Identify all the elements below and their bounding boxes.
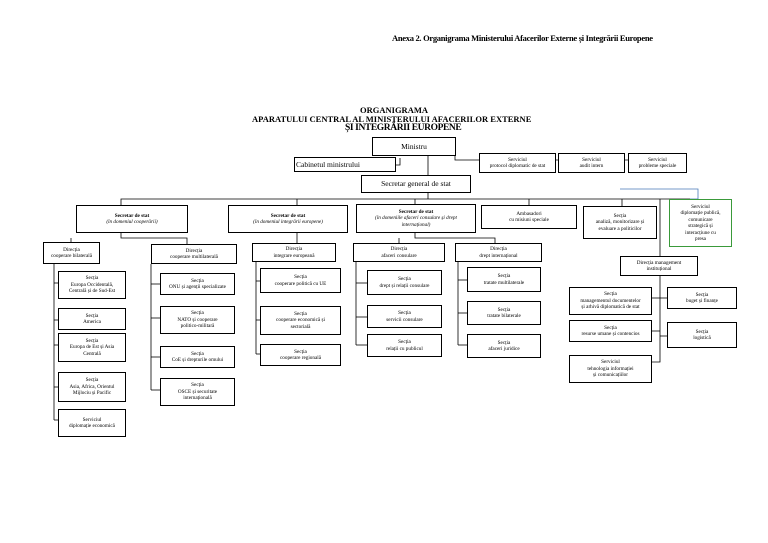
- node-dir-multilaterala: Direcția cooperare multilaterală: [151, 244, 237, 264]
- node-diplomatie-publica: Serviciul diplomație publică, comunicare…: [669, 199, 732, 247]
- node-audit: Serviciul audit intern: [558, 153, 625, 173]
- node-s-osce: Secția OSCE și securitate internațională: [160, 378, 235, 406]
- node-sv-tehnologia-informatiei: Serviciul tehnologia informației și comu…: [569, 355, 652, 383]
- node-secretar-stat-consulare: Secretar de stat (în domeniile afaceri c…: [356, 204, 476, 233]
- node-s-managementul-documentelor: Secția managementul documentelor și arhi…: [569, 287, 652, 315]
- node-cabinet: Cabinetul ministrului: [294, 157, 396, 172]
- node-s-afaceri-juridice: Secția afaceri juridice: [467, 334, 541, 358]
- node-s-politica-ue: Secția cooperare politică cu UE: [260, 268, 341, 293]
- node-s-buget-finante: Secția buget și finanțe: [667, 287, 737, 309]
- node-s-nato: Secția NATO și cooperare politico-milita…: [160, 306, 235, 334]
- node-dir-management: Direcția management instituțional: [620, 256, 698, 276]
- node-s-cooperare-regionala: Secția cooperare regională: [260, 344, 341, 366]
- node-secretar-general: Secretar general de stat: [361, 175, 471, 193]
- node-s-asia-africa: Secția Asia, Africa, Orientul Mijlociu ș…: [58, 372, 126, 402]
- node-s-drept-consular: Secția drept și relații consulare: [367, 270, 442, 295]
- node-protocol: Serviciul protocol diplomatic de stat: [479, 153, 556, 173]
- node-dir-drept: Direcția drept internațional: [455, 243, 542, 262]
- node-s-europa-occidentala: Secția Europa Occidentală, Centrală și d…: [58, 271, 126, 299]
- node-dir-integrare: Direcția integrare europeană: [252, 243, 336, 262]
- node-s-coe: Secția CoE și drepturile omului: [160, 346, 235, 368]
- node-analiza: Secția analiză, monitorizare și evaluare…: [583, 206, 657, 239]
- node-s-logistica: Secția logistică: [667, 322, 737, 348]
- node-s-america: Secția America: [58, 308, 126, 330]
- page-title-line-3: ȘI INTEGRĂRII EUROPENE: [345, 123, 462, 133]
- node-ambasadori: Ambasadori cu misiuni speciale: [481, 205, 577, 229]
- page-title-line-1: ORGANIGRAMA: [360, 105, 428, 115]
- node-secretar-stat-cooperare: Secretar de stat (în domeniul cooperării…: [76, 205, 188, 233]
- node-probleme: Serviciul probleme speciale: [628, 153, 687, 173]
- node-ministru: Ministru: [372, 137, 456, 156]
- page-title-line-2: APARATULUI CENTRAL AL MINISTERULUI AFACE…: [252, 114, 532, 124]
- annex-caption: Anexa 2. Organigrama Ministerului Afacer…: [392, 33, 653, 43]
- node-dir-consulare: Direcția afaceri consulare: [353, 243, 445, 262]
- node-s-servicii-consulare: Secția servicii consulare: [367, 305, 442, 328]
- node-s-tratate-multilaterale: Secția tratate multilaterale: [467, 267, 541, 292]
- node-s-tratate-bilaterale: Secția tratate bilaterale: [467, 301, 541, 325]
- node-secretar-stat-integrare: Secretar de stat (în domeniul integrării…: [228, 205, 348, 233]
- node-s-cooperare-economica: Secția cooperare economică și sectorială: [260, 306, 341, 335]
- node-sv-diplomatie-economica: Serviciul diplomație economică: [58, 409, 126, 437]
- node-s-relatii-public: Secția relații cu publicul: [367, 334, 442, 357]
- node-s-resurse-umane: Secția resurse umane și contencios: [569, 320, 652, 342]
- node-s-onu: Secția ONU și agenții specializate: [160, 273, 235, 295]
- node-dir-bilaterala: Direcția cooperare bilaterală: [43, 242, 100, 264]
- node-s-europa-est: Secția Europa de Est și Asia Centrală: [58, 333, 126, 362]
